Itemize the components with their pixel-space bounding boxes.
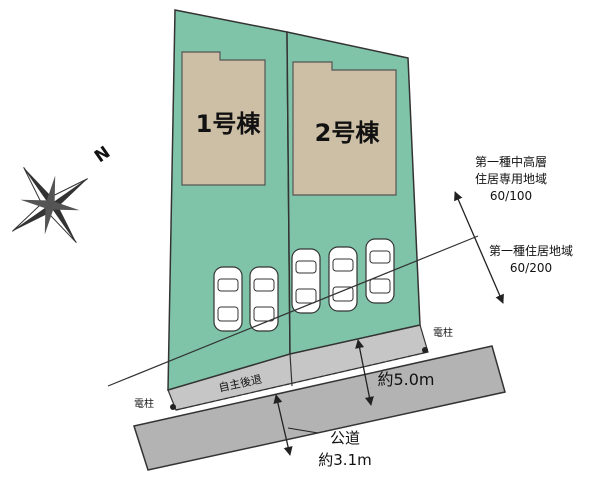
building-2-label: 2号棟 — [315, 119, 381, 147]
utility-pole-right — [422, 347, 428, 353]
utility-pole-left — [170, 404, 176, 410]
car-5 — [365, 238, 395, 304]
setback-depth-arrow — [355, 339, 374, 406]
car-4 — [328, 246, 358, 312]
zone-arrow — [454, 191, 504, 304]
utility-pole-left-label: 電柱 — [134, 397, 154, 410]
compass-rose — [11, 167, 88, 244]
car-2 — [249, 266, 279, 332]
lot-divider — [289, 353, 293, 387]
car-1 — [213, 266, 243, 332]
zone-lower-ratio: 60/200 — [510, 261, 552, 275]
building-1-label: 1号棟 — [196, 110, 262, 138]
road-label: 公道 — [330, 429, 360, 447]
setback-line — [175, 351, 429, 411]
zone-lower-line1: 第一種住居地域 — [489, 244, 573, 258]
compass-north-label: N — [91, 143, 114, 168]
zone-upper-line1: 第一種中高層 — [475, 154, 547, 169]
zone-upper-ratio: 60/100 — [490, 189, 532, 203]
setback-depth: 約5.0m — [377, 370, 434, 389]
road-width: 約3.1m — [318, 451, 371, 469]
road-label-leader — [287, 427, 319, 434]
car-3 — [291, 248, 321, 314]
building-1 — [181, 51, 266, 186]
zone-boundary-line — [107, 235, 479, 387]
building-2 — [292, 61, 397, 196]
road-width-arrow — [273, 394, 293, 456]
zone-upper-line2: 住居専用地域 — [475, 172, 547, 186]
utility-pole-right-label: 電柱 — [433, 326, 453, 339]
